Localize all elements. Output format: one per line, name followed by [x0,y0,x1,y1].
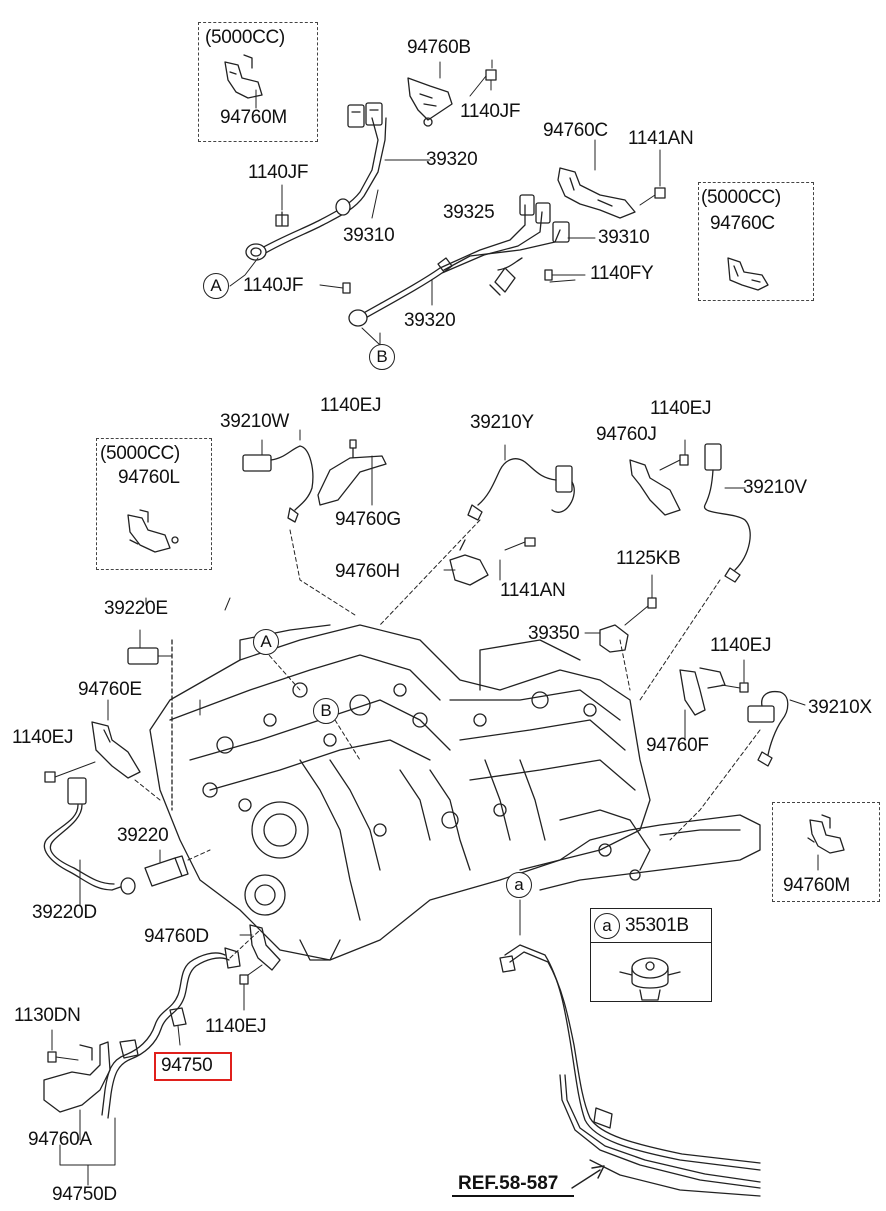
bracket-94760F [679,659,749,741]
part-label-94760M[interactable]: 94760M [783,875,850,896]
part-label-1140EJ[interactable]: 1140EJ [12,727,74,748]
part-label-94760C[interactable]: 94760C [543,120,608,141]
part-label-1140EJ[interactable]: 1140EJ [710,635,772,656]
callout-a: a [506,872,532,898]
variant-box-94760C [698,182,814,301]
variant-box-94760M-side [772,802,880,902]
bracket-94760L-5000cc [127,509,179,553]
part-label-94760L[interactable]: 94760L [118,467,180,488]
part-label-94760H[interactable]: 94760H [335,561,400,582]
part-box-35301B-divider [590,942,712,943]
oxygen-sensor-39210V [629,439,751,583]
vacuum-line [499,899,761,1197]
part-label-1140EJ[interactable]: 1140EJ [320,395,382,416]
variant-box-94760L [96,438,212,570]
bracket-94760M-5000cc [224,54,263,109]
bracket-94760C-5000cc [727,257,769,291]
part-label-39210X[interactable]: 39210X [808,697,872,718]
part-label-1140EJ[interactable]: 1140EJ [650,398,712,419]
reference-label[interactable]: REF.58-587 [458,1173,559,1194]
part-label-94760D[interactable]: 94760D [144,926,209,947]
part-label-1140JF[interactable]: 1140JF [243,275,304,296]
part-label-39310[interactable]: 39310 [598,227,650,248]
label-leaders [145,257,576,716]
part-label-39320[interactable]: 39320 [404,310,456,331]
bracket-94760C [557,139,666,219]
callout-A: A [203,273,229,299]
part-label-39210Y[interactable]: 39210Y [470,412,534,433]
sensor-39220E [127,629,173,811]
callout-a: a [594,913,620,939]
part-box-35301B [590,908,712,1002]
part-label-1140JF[interactable]: 1140JF [248,162,309,183]
part-label-39325[interactable]: 39325 [443,202,495,223]
part-label-35301B[interactable]: 35301B [625,915,689,936]
part-label-94750[interactable]: 94750 [161,1055,213,1076]
variant-note: (5000CC) [701,187,781,208]
variant-note: (5000CC) [205,27,285,48]
harness-39220D [43,777,136,906]
part-label-1140JF[interactable]: 1140JF [460,101,521,122]
part-label-94760G[interactable]: 94760G [335,509,401,530]
oxygen-sensor-39210X [747,690,806,767]
bracket-94760M-side [807,814,845,871]
part-label-94760B[interactable]: 94760B [407,37,471,58]
part-label-39220D[interactable]: 39220D [32,902,97,923]
part-label-94760F[interactable]: 94760F [646,735,709,756]
part-label-39220E[interactable]: 39220E [104,598,168,619]
leader-lines [134,519,761,959]
part-label-1141AN[interactable]: 1141AN [500,580,566,601]
part-label-1141AN[interactable]: 1141AN [628,128,694,149]
variant-note: (5000CC) [100,443,180,464]
part-label-94760J[interactable]: 94760J [596,424,657,445]
oxygen-sensor-39210Y [443,444,575,586]
part-label-94760M[interactable]: 94760M [220,107,287,128]
part-label-39350[interactable]: 39350 [528,623,580,644]
bracket-94760A [43,1029,116,1186]
bracket-94760E [44,699,141,783]
bracket-94760B [407,59,497,127]
part-label-39210W[interactable]: 39210W [220,411,289,432]
callout-B: B [313,698,339,724]
harness-94750D [101,924,281,1119]
part-label-94750D[interactable]: 94750D [52,1184,117,1205]
part-label-94760E[interactable]: 94760E [78,679,142,700]
callout-A: A [253,629,279,655]
harness-39310-left [245,102,431,261]
part-label-1125KB[interactable]: 1125KB [616,548,681,569]
highlight-box-94750 [154,1052,232,1081]
part-label-39210V[interactable]: 39210V [743,477,807,498]
harness-39320-center [319,194,596,346]
variant-box-94760M-top [198,22,318,142]
sensor-39350 [584,574,657,653]
part-label-39220[interactable]: 39220 [117,825,169,846]
part-label-1140EJ[interactable]: 1140EJ [205,1016,267,1037]
valve-35301B [619,957,681,1001]
part-label-94760C[interactable]: 94760C [710,213,775,234]
reference-underline [452,1195,574,1197]
engine-block [149,624,761,961]
part-label-1140FY[interactable]: 1140FY [590,263,654,284]
oxygen-sensor-39210W [242,429,387,523]
sensor-39220 [144,849,189,887]
part-label-39320[interactable]: 39320 [426,149,478,170]
part-label-39310[interactable]: 39310 [343,225,395,246]
part-label-94760A[interactable]: 94760A [28,1129,92,1150]
reference-arrow [571,1165,605,1189]
part-label-1130DN[interactable]: 1130DN [14,1005,81,1026]
callout-B: B [369,344,395,370]
